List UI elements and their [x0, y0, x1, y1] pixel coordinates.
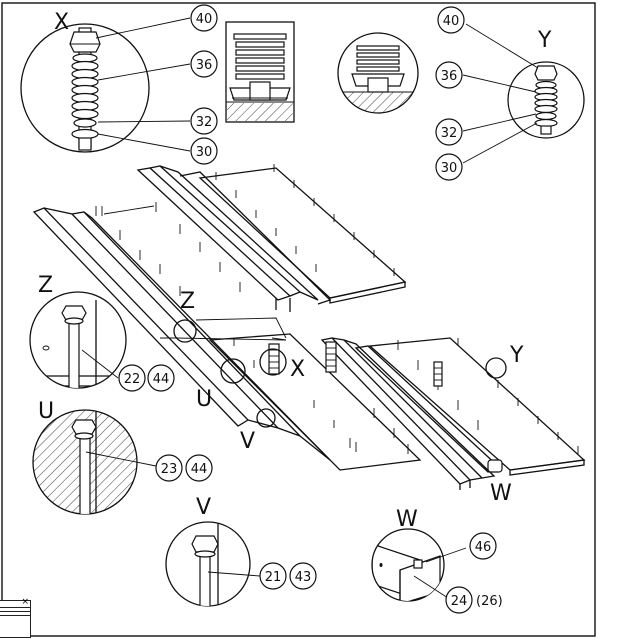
detail-x: 40 36 32 30	[20, 4, 218, 165]
window-line	[0, 611, 30, 612]
svg-text:23: 23	[161, 462, 178, 477]
svg-text:44: 44	[191, 462, 208, 477]
minimized-window[interactable]: ×	[0, 597, 31, 638]
spring-section-circle	[337, 32, 419, 114]
svg-text:21: 21	[265, 570, 282, 585]
svg-text:24: 24	[451, 594, 468, 609]
part-bubble: 46	[469, 532, 497, 560]
marker-z: Z	[180, 289, 195, 314]
svg-text:30: 30	[196, 145, 213, 160]
detail-y: 40 36 32 30	[435, 6, 585, 181]
callout-y: Y	[537, 28, 552, 53]
part-bubble: 40	[190, 4, 218, 32]
part-bubble: 30	[435, 153, 463, 181]
part-bubble: 24	[445, 586, 473, 614]
callout-z: Z	[38, 273, 53, 298]
detail-v: 21 43	[165, 521, 317, 607]
svg-text:22: 22	[124, 372, 141, 387]
svg-text:32: 32	[441, 126, 458, 141]
spring	[325, 341, 337, 373]
spring-section-box	[225, 21, 295, 123]
close-icon[interactable]: ×	[21, 597, 29, 607]
part-bubble: 32	[435, 118, 463, 146]
part-bubble: 44	[185, 454, 213, 482]
svg-text:32: 32	[196, 115, 213, 130]
part-bubble: 30	[190, 137, 218, 165]
part-bubble: 23	[155, 454, 183, 482]
marker-v: V	[240, 429, 255, 454]
svg-text:43: 43	[295, 570, 312, 585]
svg-text:40: 40	[196, 12, 213, 27]
svg-text:36: 36	[196, 58, 213, 73]
svg-text:44: 44	[153, 372, 170, 387]
part-bubble: 22	[118, 364, 146, 392]
svg-text:46: 46	[475, 540, 492, 555]
part-bubble: 36	[190, 50, 218, 78]
detail-u: 23 44	[32, 409, 213, 515]
svg-text:36: 36	[441, 69, 458, 84]
window-line	[0, 615, 30, 616]
part-bubble: 44	[147, 364, 175, 392]
part-bubble: 36	[435, 61, 463, 89]
spring	[433, 361, 443, 387]
marker-x: X	[290, 357, 305, 382]
callout-w: W	[396, 507, 418, 532]
marker-y: Y	[509, 343, 524, 368]
callout-v: V	[196, 495, 211, 520]
part-number-alt: (26)	[476, 594, 503, 609]
detail-w: 46 24 (26)	[371, 528, 503, 614]
part-bubble: 40	[437, 6, 465, 34]
svg-text:30: 30	[441, 161, 458, 176]
callout-u: U	[38, 399, 54, 424]
marker-w: W	[490, 481, 512, 506]
callout-x: X	[54, 10, 69, 35]
main-assembly	[32, 164, 586, 490]
page-border	[1, 2, 596, 637]
window-titlebar[interactable]: ×	[0, 597, 30, 608]
detail-z: 22 44	[29, 291, 175, 392]
svg-text:40: 40	[443, 14, 460, 29]
part-bubble: 21	[259, 562, 287, 590]
marker-u: U	[196, 387, 212, 412]
part-bubble: 43	[289, 562, 317, 590]
part-bubble: 32	[190, 107, 218, 135]
